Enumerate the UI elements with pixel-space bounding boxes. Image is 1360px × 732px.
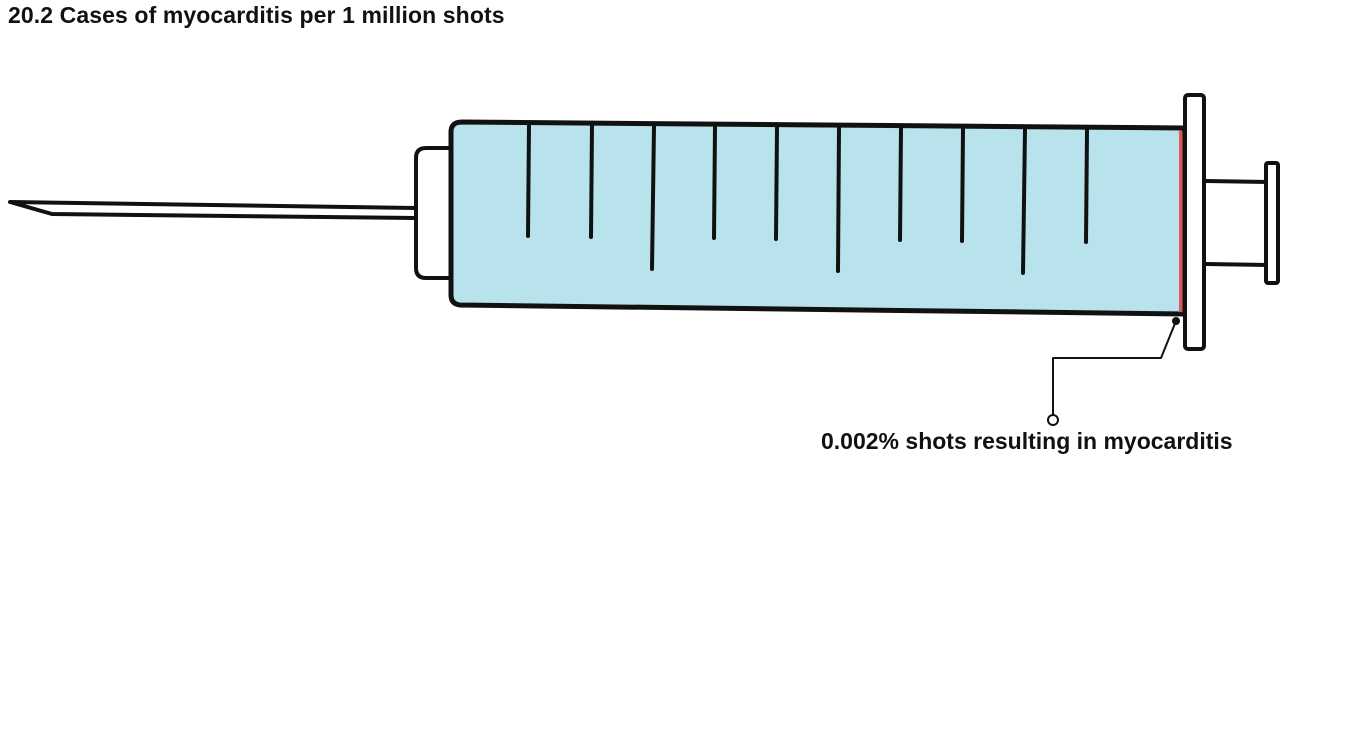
graduation-marks: [526, 123, 1089, 275]
callout-leader-line: [1052, 320, 1177, 416]
flange: [1183, 93, 1206, 351]
callout-label: 0.002% shots resulting in myocarditis: [821, 428, 1233, 454]
highlight-sliver: [1179, 131, 1183, 312]
syringe-icon: [8, 93, 1280, 426]
needle: [8, 200, 418, 220]
page-title: 20.2 Cases of myocarditis per 1 million …: [8, 2, 505, 28]
barrel: [448, 119, 1187, 317]
plunger-thumb-rest: [1264, 161, 1280, 285]
callout-end-marker: [1047, 414, 1059, 426]
callout-anchor-dot: [1172, 317, 1180, 325]
needle-hub: [414, 146, 452, 280]
plunger-rod: [1204, 179, 1270, 267]
